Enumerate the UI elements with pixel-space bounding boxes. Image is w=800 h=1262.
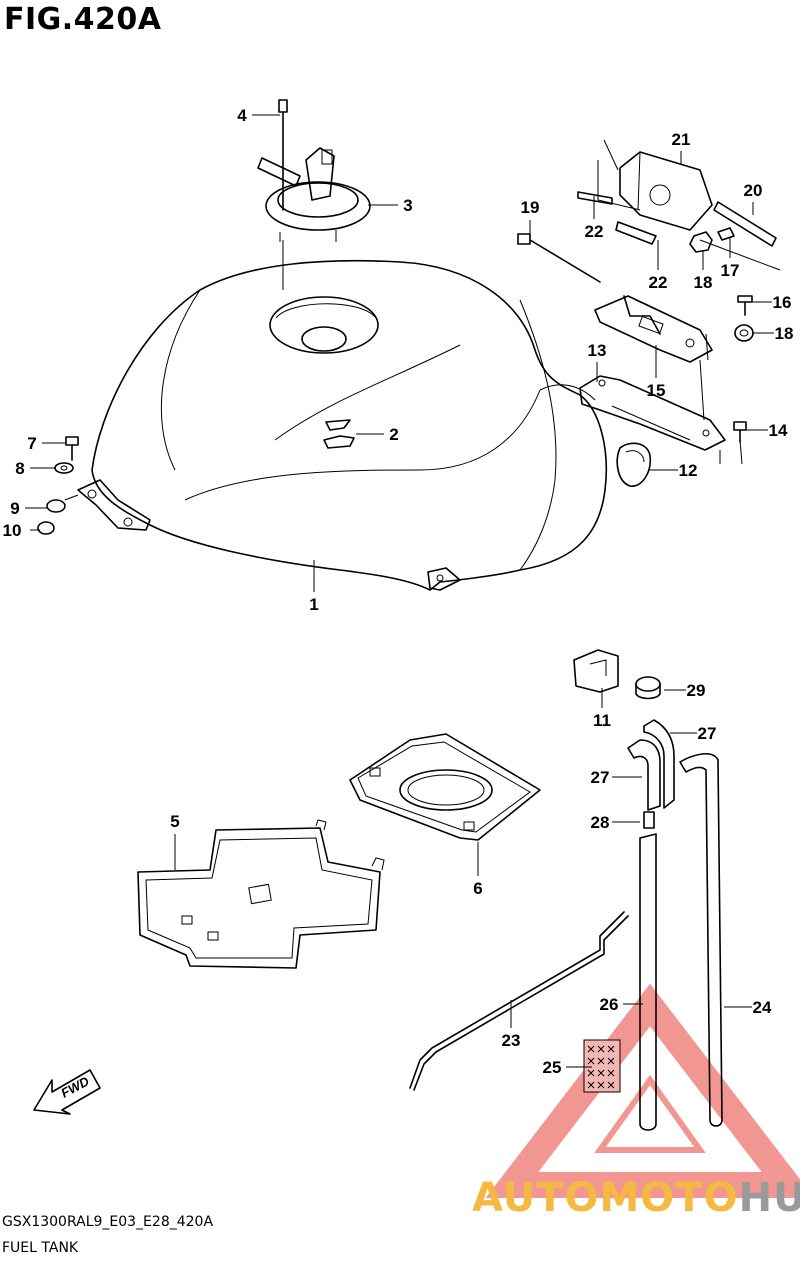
callout-label-c4: 4 [237,106,247,125]
callout-label-c2: 2 [389,425,398,444]
rear-bracket-assembly [517,139,781,487]
callout-label-c18b: 18 [775,324,794,343]
callout-label-c28: 28 [591,813,610,832]
callout-label-c9: 9 [10,499,19,518]
callout-label-c26: 26 [600,995,619,1014]
bolt-4 [278,99,288,290]
fuel-tank [77,259,608,591]
callout-label-c6: 6 [473,879,482,898]
callout-label-c29: 29 [687,681,706,700]
callout-label-c20: 20 [744,181,763,200]
watermark-part-a: AUTOMOTO [472,1175,739,1221]
fwd-arrow: FWD [33,1069,101,1115]
insulator-5 [137,819,385,969]
callout-label-c11: 11 [593,711,611,730]
emblem-upper [325,419,351,431]
callout-label-c25: 25 [543,1058,562,1077]
callout-label-c8: 8 [15,459,24,478]
model-code: GSX1300RAL9_E03_E28_420A [2,1214,214,1230]
callout-label-c22a: 22 [585,222,604,241]
callout-label-c27a: 27 [591,768,610,787]
callout-label-c22b: 22 [649,273,668,292]
fwd-arrow-label: FWD [58,1073,92,1100]
emblem-lower [323,435,355,449]
callout-label-c19: 19 [521,198,540,217]
figure-title: FIG.420A [4,2,162,37]
callout-label-c5: 5 [170,812,179,831]
watermark-part-b: HUB [738,1175,800,1221]
watermark-triangle [485,983,800,1198]
callout-label-c27b: 27 [698,724,717,743]
callout-label-c1: 1 [309,595,318,614]
callout-label-c12: 12 [679,461,698,480]
callout-label-c18a: 18 [694,273,713,292]
callout-label-c7: 7 [27,434,36,453]
callout-label-c3: 3 [403,196,412,215]
callout-label-c14: 14 [769,421,788,440]
callout-label-c15: 15 [647,381,666,400]
callout-label-c13: 13 [588,341,607,360]
callout-layer: 1234567891011121314151617181819202122222… [3,106,794,1077]
callout-label-c21: 21 [672,130,691,149]
fuel-cap-assembly [257,147,371,242]
callout-label-c17: 17 [721,261,740,280]
callout-label-c24: 24 [753,998,772,1017]
section-name: FUEL TANK [2,1240,79,1256]
callout-label-c10: 10 [3,521,22,540]
insulator-6 [349,733,541,841]
watermark-logo: AUTOMOTOHUB [472,1175,800,1221]
mount-hardware-front [37,436,79,535]
callout-label-c23: 23 [502,1031,521,1050]
callout-label-c16: 16 [773,293,792,312]
hoses-and-tubes [409,649,723,1131]
